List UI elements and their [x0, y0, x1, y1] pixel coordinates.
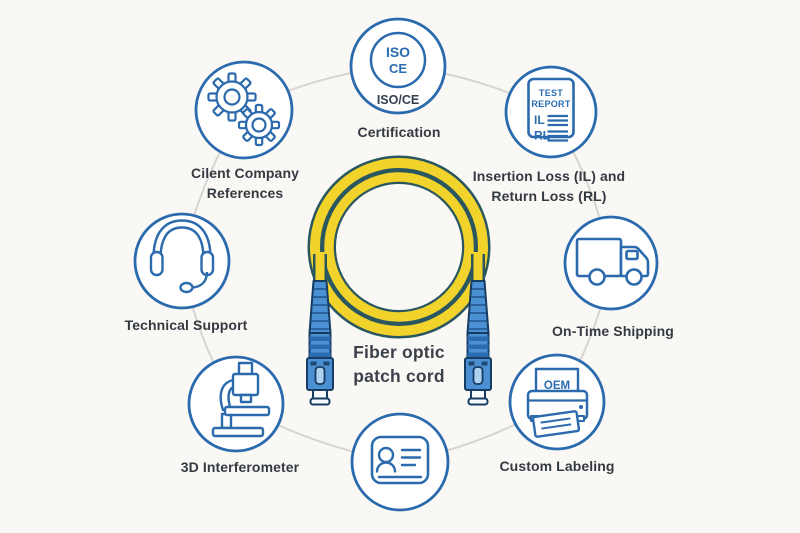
- sc-connector-left: [306, 280, 334, 406]
- report-text: REPORT: [531, 99, 571, 109]
- label-client-references: Cilent Company References: [191, 165, 299, 201]
- label-3d-interferometer: 3D Interferometer: [180, 459, 300, 475]
- label-custom-labeling: Custom Labeling: [499, 458, 615, 474]
- cable-coil: [307, 155, 491, 339]
- gears-icon: [207, 72, 281, 147]
- il-text: IL: [534, 113, 545, 127]
- iso-ce-caption: ISO/CE: [377, 93, 419, 107]
- headset-icon: [149, 219, 215, 294]
- iso-text: ISO: [386, 44, 410, 60]
- ce-text: CE: [389, 61, 407, 76]
- rl-text: RL: [534, 129, 550, 143]
- test-text: TEST: [539, 88, 563, 98]
- label-certification: Certification: [357, 124, 441, 140]
- oem-text: OEM: [544, 380, 570, 392]
- label-il-rl: Insertion Loss (IL) and Return Loss (RL): [472, 168, 626, 204]
- iso-ce-badge-icon: ISO CE ISO/CE: [369, 31, 427, 107]
- printer-icon: OEM: [526, 367, 589, 438]
- center-title: Fiber optic patch cord: [353, 342, 445, 386]
- truck-icon: [575, 237, 650, 286]
- sc-connector-right: [464, 280, 492, 406]
- label-on-time-shipping: On-Time Shipping: [552, 323, 674, 339]
- patch-cord-graphic: [306, 155, 492, 406]
- cable-stubs: [313, 252, 485, 290]
- test-report-icon: TEST REPORT IL RL: [527, 77, 575, 143]
- label-technical-support: Technical Support: [124, 317, 248, 333]
- id-card-icon: [370, 435, 430, 485]
- microscope-icon: [211, 361, 271, 438]
